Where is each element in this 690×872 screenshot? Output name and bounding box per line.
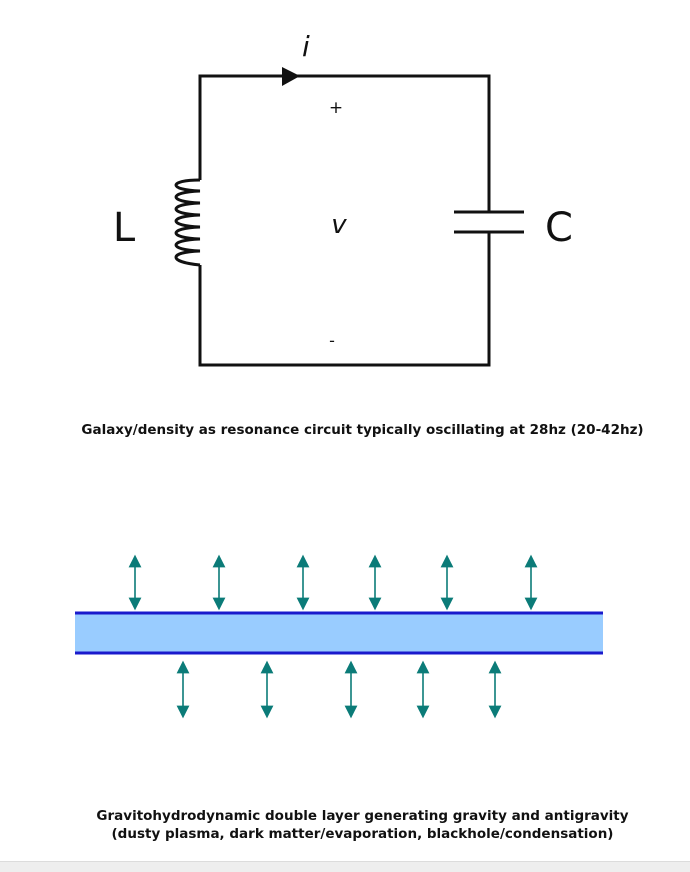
circuit-wires <box>198 74 491 367</box>
capacitor-plates <box>454 210 524 234</box>
capacitor-label: C <box>545 205 573 251</box>
field-arrows-bottom <box>176 660 502 719</box>
double-layer-caption-line1: Gravitohydrodynamic double layer generat… <box>96 808 629 824</box>
double-layer-band <box>75 613 603 653</box>
voltage-label: v <box>331 210 347 240</box>
double-layer-caption: Gravitohydrodynamic double layer generat… <box>0 807 690 843</box>
inductor-coil <box>174 178 201 267</box>
lc-circuit-diagram: i + v - L C <box>113 30 573 367</box>
plus-label: + <box>329 98 343 118</box>
current-arrow-icon <box>282 67 300 86</box>
field-arrows-top <box>128 554 538 611</box>
minus-label: - <box>329 331 335 350</box>
double-layer-diagram <box>75 554 603 719</box>
circuit-caption: Galaxy/density as resonance circuit typi… <box>81 422 644 438</box>
inductor-label: L <box>113 205 136 251</box>
double-layer-caption-line2: (dusty plasma, dark matter/evaporation, … <box>111 826 614 842</box>
window-bottom-strip <box>0 861 690 872</box>
current-label: i <box>302 30 310 63</box>
